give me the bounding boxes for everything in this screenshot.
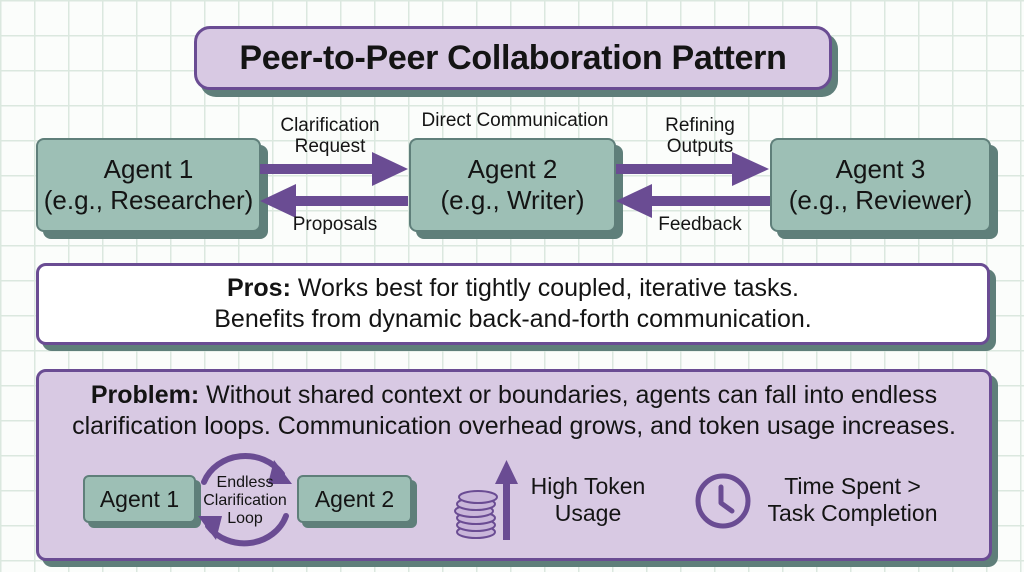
arrow-left-icon [260, 184, 408, 218]
coin-stack-icon [454, 460, 518, 540]
clock-icon [695, 473, 751, 529]
problem-text: Problem: Without shared context or bound… [39, 380, 989, 442]
pros-line-1: Pros: Works best for tightly coupled, it… [227, 274, 799, 302]
agent-1-name: Agent 1 [103, 154, 194, 184]
problem-panel: Problem: Without shared context or bound… [36, 369, 992, 561]
loop-agent-1: Agent 1 [83, 475, 196, 523]
feedback-label: Feedback [658, 214, 742, 235]
loop-label: Endless Clarification Loop [203, 474, 287, 527]
diagram-title: Peer-to-Peer Collaboration Pattern [194, 26, 832, 90]
pros-label: Pros: [227, 274, 291, 302]
proposals-label: Proposals [292, 214, 378, 235]
agent-2-node: Agent 2 (e.g., Writer) [409, 138, 616, 232]
pros-panel: Pros: Works best for tightly coupled, it… [36, 263, 990, 345]
problem-line-1: Problem: Without shared context or bound… [90, 381, 938, 409]
high-token-usage-label: High Token Usage [530, 473, 646, 526]
arrow-right-icon [616, 152, 769, 186]
time-spent-label: Time Spent > Task Completion [767, 473, 938, 526]
loop-arrows-icon [198, 452, 292, 547]
agent-1-role: (e.g., Researcher) [43, 185, 254, 215]
arrow-right-icon [260, 152, 408, 186]
pros-line-2: Benefits from dynamic back-and-forth com… [214, 305, 812, 333]
agent-3-name: Agent 3 [835, 154, 926, 184]
arrow-layer [260, 152, 770, 218]
loop-agent-2: Agent 2 [297, 475, 412, 523]
arrow-left-icon [616, 184, 770, 218]
agent-3-node: Agent 3 (e.g., Reviewer) [770, 138, 991, 232]
refining-outputs-label: Refining Outputs [665, 115, 735, 157]
agent-1-node: Agent 1 (e.g., Researcher) [36, 138, 261, 232]
clarification-request-label: Clarification Request [280, 115, 380, 157]
agent-2-name: Agent 2 [467, 154, 558, 184]
arrow-up-icon [495, 460, 518, 540]
problem-line-2: clarification loops. Communication overh… [72, 412, 956, 440]
agent-3-role: (e.g., Reviewer) [788, 185, 973, 215]
agent-2-role: (e.g., Writer) [440, 185, 585, 215]
direct-communication-label: Direct Communication [421, 110, 609, 131]
problem-label: Problem: [90, 381, 200, 409]
